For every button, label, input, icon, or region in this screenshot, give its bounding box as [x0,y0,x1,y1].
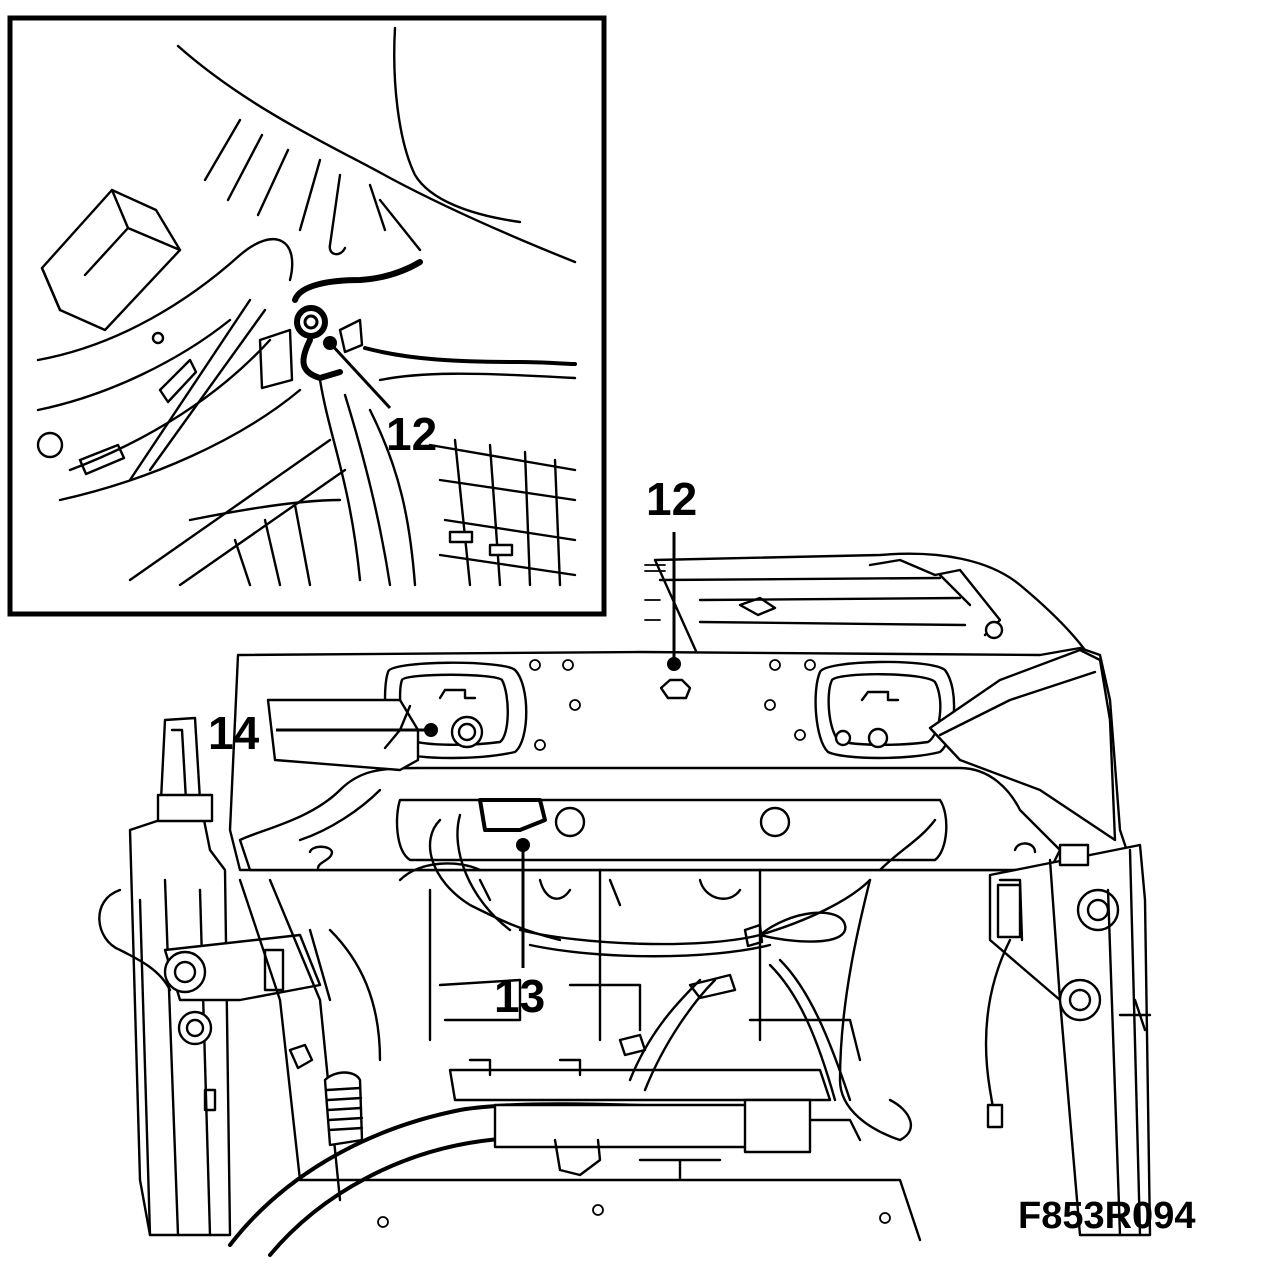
figure-id-label: F853R094 [1018,1195,1195,1237]
callout-12: 12 [646,473,697,671]
inset-detail-view: 12 [7,15,607,617]
inset-callout-label-12: 12 [386,408,437,460]
inset-callout-12: 12 [323,336,437,460]
callout-label-14: 14 [208,707,260,759]
callout-14: 14 [208,707,438,759]
callout-label-13: 13 [494,970,545,1022]
callout-13: 13 [494,838,545,1022]
main-seat-frame-view: 12 13 14 [98,473,1152,1257]
callout-label-12: 12 [646,473,697,525]
inset-drawing [36,26,577,587]
nut-12-icon [659,678,692,700]
bolt-14-icon [450,715,484,749]
